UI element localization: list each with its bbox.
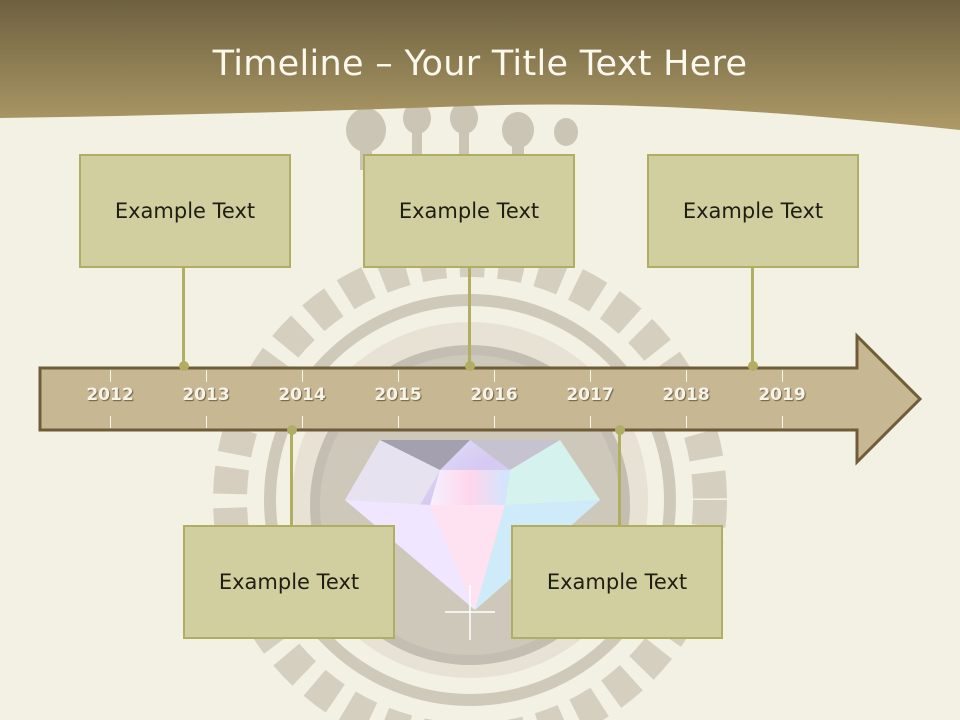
timeline-box-label: Example Text xyxy=(546,570,688,594)
year-tick xyxy=(398,370,399,382)
connector-line xyxy=(290,431,293,527)
year-label-2012: 2012 xyxy=(86,385,134,405)
year-tick xyxy=(302,416,303,428)
timeline-marker-dot xyxy=(748,361,758,371)
timeline-box-label: Example Text xyxy=(682,199,824,223)
connector-line xyxy=(618,431,621,527)
year-tick xyxy=(206,370,207,382)
year-tick xyxy=(398,416,399,428)
timeline-marker-dot xyxy=(615,425,625,435)
year-tick xyxy=(302,370,303,382)
connector-line xyxy=(751,268,754,366)
timeline-text-box[interactable]: Example Text xyxy=(79,154,291,268)
timeline-marker-dot xyxy=(465,361,475,371)
timeline-marker-dot xyxy=(287,425,297,435)
year-tick xyxy=(782,416,783,428)
connector-line xyxy=(182,268,185,366)
year-tick xyxy=(686,416,687,428)
year-tick xyxy=(686,370,687,382)
timeline-text-box[interactable]: Example Text xyxy=(363,154,575,268)
year-tick xyxy=(590,416,591,428)
year-label-2017: 2017 xyxy=(566,385,614,405)
timeline-text-box[interactable]: Example Text xyxy=(511,525,723,639)
year-label-2013: 2013 xyxy=(182,385,230,405)
timeline-box-label: Example Text xyxy=(398,199,540,223)
timeline-box-label: Example Text xyxy=(114,199,256,223)
year-tick xyxy=(206,416,207,428)
header-band xyxy=(0,0,960,130)
timeline-box-label: Example Text xyxy=(218,570,360,594)
year-tick xyxy=(110,416,111,428)
year-tick xyxy=(590,370,591,382)
timeline-text-box[interactable]: Example Text xyxy=(183,525,395,639)
year-label-2016: 2016 xyxy=(470,385,518,405)
connector-line xyxy=(468,268,471,366)
year-tick xyxy=(494,370,495,382)
timeline-marker-dot xyxy=(179,361,189,371)
year-label-2018: 2018 xyxy=(662,385,710,405)
slide-title: Timeline – Your Title Text Here xyxy=(212,44,748,84)
year-tick xyxy=(494,416,495,428)
timeline-text-box[interactable]: Example Text xyxy=(647,154,859,268)
year-tick xyxy=(110,370,111,382)
year-label-2014: 2014 xyxy=(278,385,326,405)
year-label-2019: 2019 xyxy=(758,385,806,405)
year-tick xyxy=(782,370,783,382)
year-label-2015: 2015 xyxy=(374,385,422,405)
